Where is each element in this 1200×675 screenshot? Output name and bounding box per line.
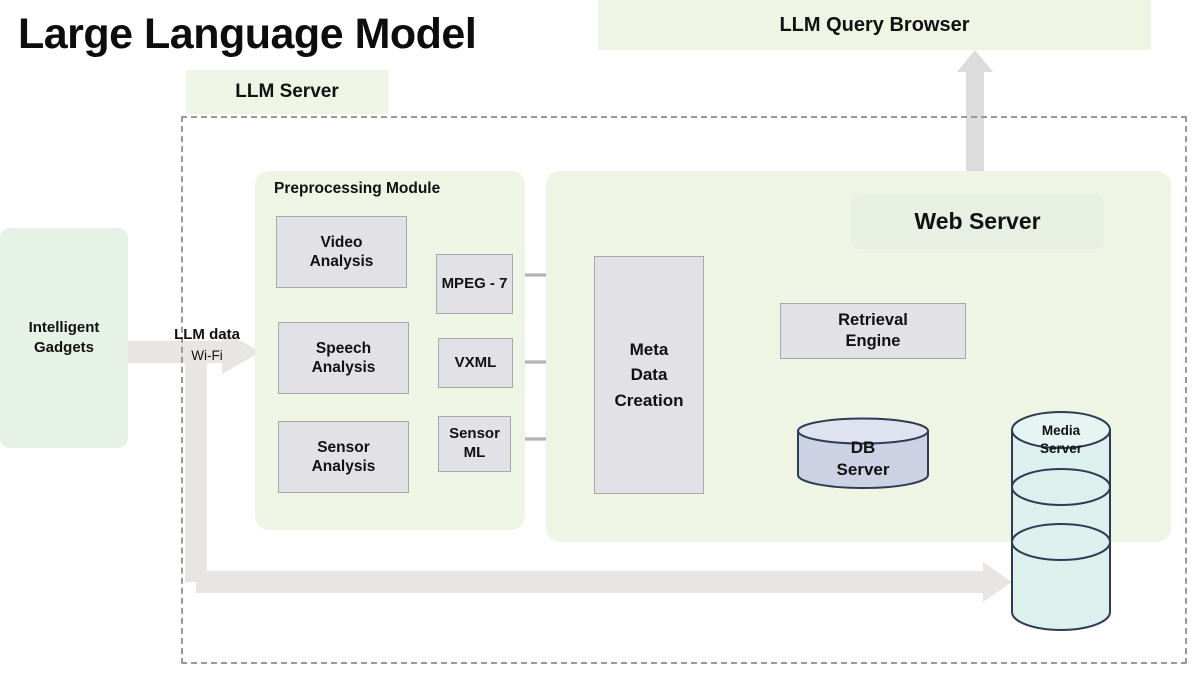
retrieval-engine-node[interactable]: Retrieval Engine bbox=[780, 303, 966, 359]
video-analysis-node[interactable]: Video Analysis bbox=[276, 216, 407, 288]
sensor-analysis-node[interactable]: Sensor Analysis bbox=[278, 421, 409, 493]
edge-label-wifi: Wi-Fi bbox=[191, 348, 223, 363]
llm-query-browser-panel[interactable]: LLM Query Browser bbox=[598, 0, 1151, 50]
speech-analysis-node[interactable]: Speech Analysis bbox=[278, 322, 409, 394]
page-title: Large Language Model bbox=[18, 10, 477, 58]
speech-analysis-label: Speech Analysis bbox=[311, 339, 376, 376]
llm-server-tab[interactable]: LLM Server bbox=[186, 70, 388, 114]
mpeg7-node[interactable]: MPEG - 7 bbox=[436, 254, 513, 314]
video-analysis-label: Video Analysis bbox=[309, 233, 374, 270]
intelligent-gadgets-node[interactable]: Intelligent Gadgets bbox=[0, 228, 128, 448]
media-server-node[interactable]: Media Server bbox=[1010, 411, 1112, 632]
sensor-ml-node[interactable]: Sensor ML bbox=[438, 416, 511, 472]
sensor-ml-label: Sensor ML bbox=[449, 425, 500, 461]
sensor-analysis-label: Sensor Analysis bbox=[311, 438, 376, 475]
web-server-label: Web Server bbox=[914, 208, 1041, 234]
retrieval-engine-label: Retrieval Engine bbox=[838, 311, 908, 350]
meta-data-creation-node[interactable]: Meta Data Creation bbox=[594, 256, 704, 494]
vxml-node[interactable]: VXML bbox=[438, 338, 513, 388]
llm-server-boundary bbox=[181, 116, 1187, 664]
llm-query-browser-label: LLM Query Browser bbox=[779, 13, 970, 36]
meta-data-creation-label: Meta Data Creation bbox=[614, 339, 684, 410]
edge-label-llm-data: LLM data bbox=[174, 326, 240, 343]
vxml-label: VXML bbox=[454, 353, 497, 371]
web-server-node[interactable]: Web Server bbox=[851, 194, 1104, 249]
intelligent-gadgets-label: Intelligent Gadgets bbox=[28, 318, 100, 356]
edge-gadgets-to-preprocessing bbox=[128, 330, 260, 374]
preprocessing-module-title: Preprocessing Module bbox=[274, 180, 441, 197]
llm-server-tab-label: LLM Server bbox=[235, 81, 339, 102]
db-server-cylinder-icon bbox=[797, 417, 929, 489]
mpeg7-label: MPEG - 7 bbox=[441, 274, 508, 292]
db-server-node[interactable]: DB Server bbox=[796, 417, 930, 489]
media-server-cylinder-icon bbox=[1011, 411, 1111, 631]
